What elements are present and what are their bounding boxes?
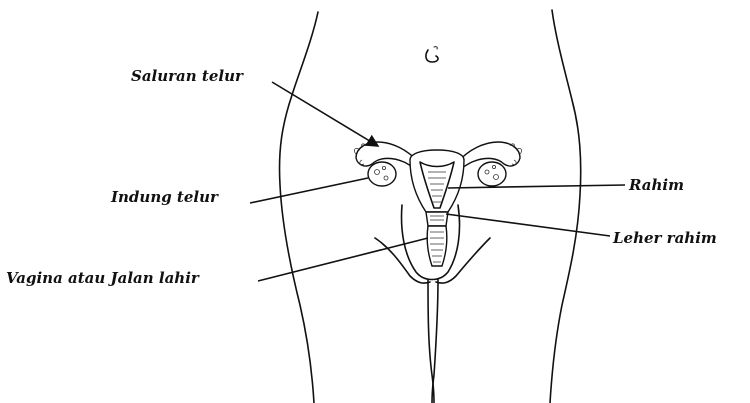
leader-cervix <box>446 214 610 236</box>
label-uterus: Rahim <box>628 176 684 194</box>
reproductive-organs <box>354 142 521 266</box>
label-cervix: Leher rahim <box>612 229 717 247</box>
uterus-body <box>410 150 464 212</box>
torso-left-contour <box>280 12 319 403</box>
labels: Saluran telur Indung telur Rahim Leher r… <box>6 67 717 287</box>
leader-vagina <box>258 238 428 281</box>
leader-fallopian-tube <box>272 82 378 146</box>
cervix <box>426 212 448 226</box>
label-vagina: Vagina atau Jalan lahir <box>6 269 200 287</box>
left-ovary <box>368 162 396 186</box>
right-ovary <box>478 162 506 186</box>
thigh-right-inner <box>432 280 438 403</box>
label-ovary: Indung telur <box>110 188 219 206</box>
leader-ovary <box>250 178 368 203</box>
torso-right-contour <box>550 10 581 403</box>
leader-uterus <box>448 185 625 188</box>
label-fallopian-tube: Saluran telur <box>131 67 244 85</box>
navel-dimple <box>434 47 437 49</box>
navel <box>426 50 438 62</box>
